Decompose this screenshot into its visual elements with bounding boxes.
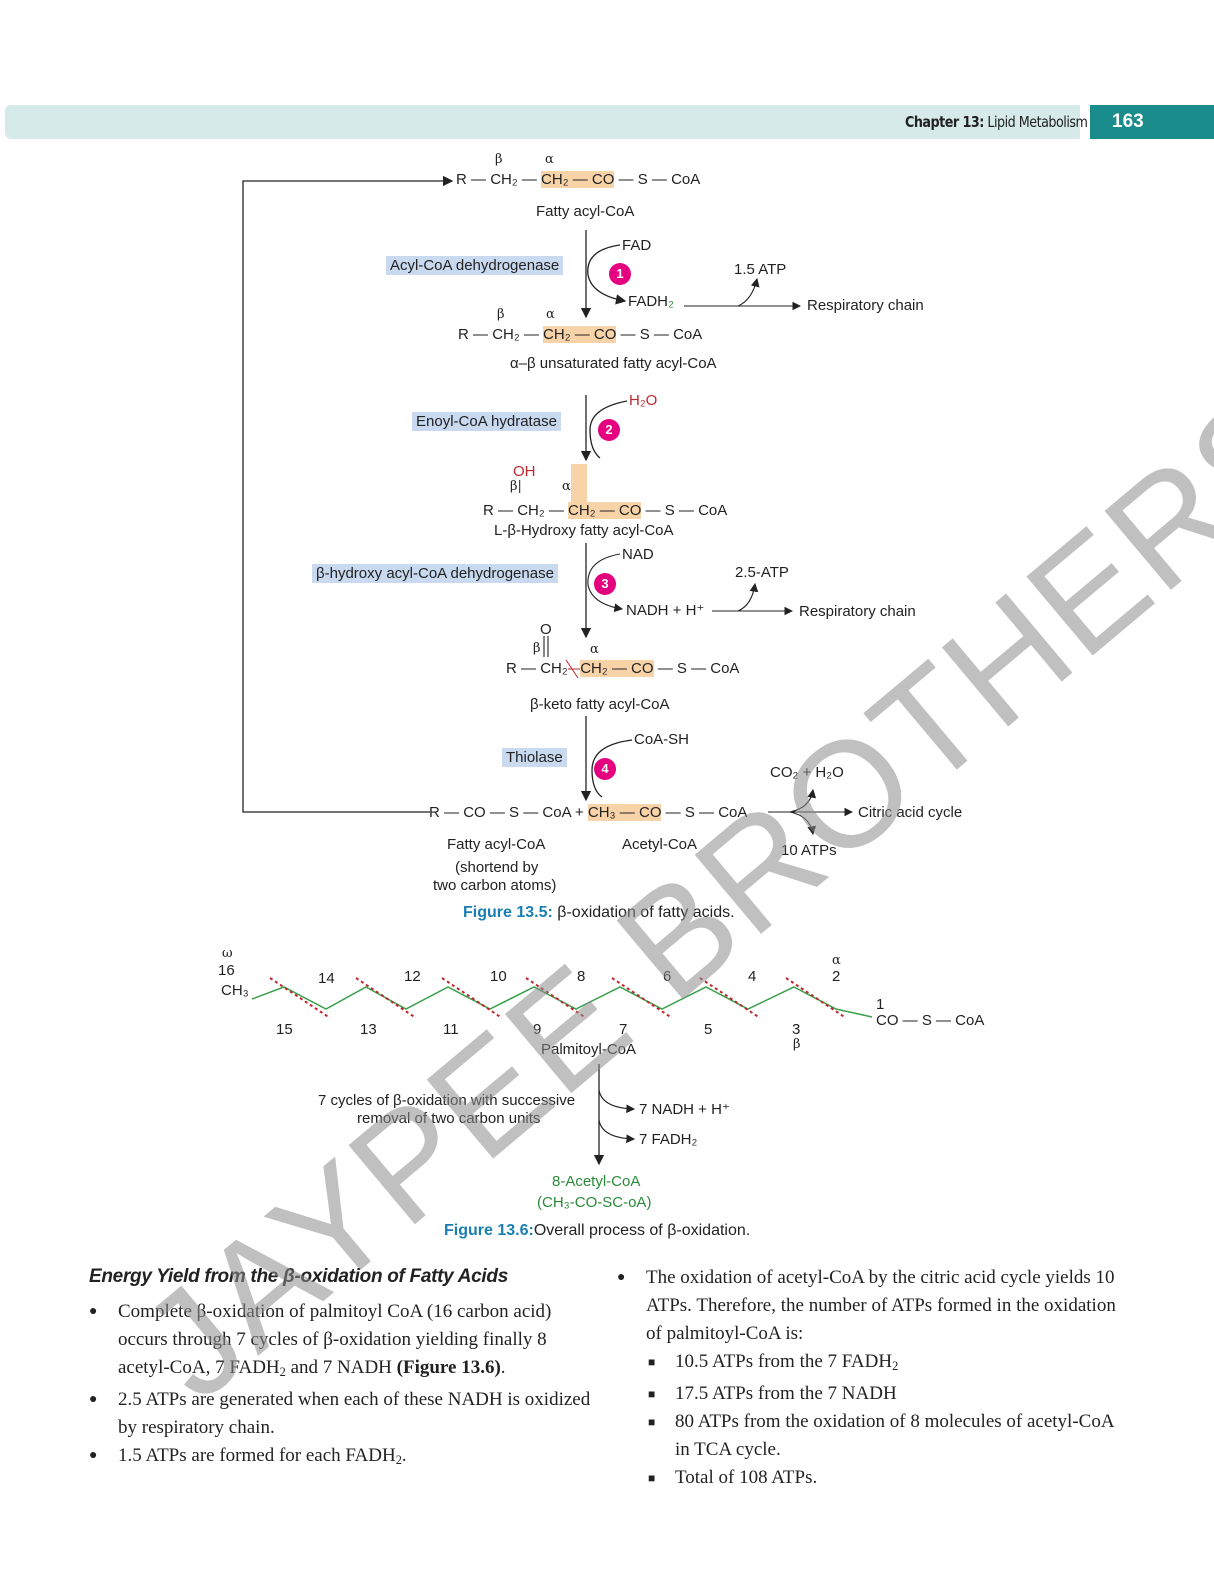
atp-2-5-label: 2.5-ATP (735, 564, 789, 581)
carbon-number-12: 12 (404, 968, 421, 985)
chapter-title: Chapter 13: Lipid Metabolism (905, 113, 1088, 131)
carbon-number-7: 7 (619, 1021, 628, 1038)
respiratory-chain-1: Respiratory chain (807, 297, 924, 314)
palmitoyl-coa-label: Palmitoyl-CoA (541, 1041, 637, 1058)
hydroxy-name: L-β-Hydroxy fatty acyl-CoA (494, 522, 674, 539)
acetyl-coa-product-2: (CH₃-CO-SC-oA) (537, 1194, 652, 1211)
step-1-badge: 1 (609, 263, 631, 285)
acetyl-coa-label: Acetyl-CoA (622, 836, 698, 853)
atp-sub-item-2: 17.5 ATPs from the 7 NADH (646, 1380, 1125, 1408)
citric-acid-cycle-label: Citric acid cycle (858, 804, 963, 821)
energy-bullet-3: 1.5 ATPs are formed for each FADH2. (89, 1442, 597, 1474)
enzyme-enoyl-coa-hydratase: Enoyl-CoA hydratase (412, 412, 561, 431)
header-bar (5, 105, 1080, 139)
step-2-badge: 2 (598, 419, 620, 441)
carbon-number-4: 4 (748, 968, 757, 985)
keto-name: β-keto fatty acyl-CoA (530, 696, 670, 713)
o-label: O (540, 621, 552, 638)
carbon-number-1: 1 (876, 996, 885, 1013)
atp-sub-item-3: 80 ATPs from the oxidation of 8 molecule… (646, 1408, 1125, 1464)
beta-carbon-label: β (793, 1037, 801, 1052)
ten-atps-label: 10 ATPs (781, 842, 837, 859)
figure-13-6-caption: Figure 13.6:Overall process of β-oxidati… (444, 1222, 751, 1239)
energy-bullet-2: 2.5 ATPs are generated when each of thes… (89, 1386, 597, 1442)
cycles-text-2: removal of two carbon units (357, 1110, 541, 1127)
ch3-label: CH₃ (221, 982, 249, 999)
carbon-number-10: 10 (490, 968, 507, 985)
beta-label-4: β (533, 641, 541, 656)
carbon-number-6: 6 (663, 968, 672, 985)
carbon-number-14: 14 (318, 970, 335, 987)
shortened-name-1: Fatty acyl-CoA (447, 836, 546, 853)
step-4-badge: 4 (594, 758, 616, 780)
energy-yield-heading: Energy Yield from the β-oxidation of Fat… (89, 1266, 508, 1287)
carbon-number-2: 2 (832, 968, 841, 985)
alpha-label-2: α (546, 307, 555, 322)
energy-right-column: The oxidation of acetyl-CoA by the citri… (617, 1264, 1125, 1492)
carbon-number-8: 8 (577, 968, 586, 985)
shortened-name-2: (shortend by (455, 859, 539, 876)
carbon-number-15: 15 (276, 1021, 293, 1038)
h-highlight (571, 464, 587, 502)
enzyme-hydroxy-acyl-dehydrogenase: β-hydroxy acyl-CoA dehydrogenase (312, 564, 558, 583)
alpha-label-4: α (590, 642, 599, 657)
h2o-label: H₂O (629, 392, 658, 409)
unsaturated-name: α–β unsaturated fatty acyl-CoA (510, 355, 717, 372)
nadh-label: NADH + H⁺ (626, 602, 705, 619)
coash-label: CoA-SH (634, 731, 690, 748)
seven-fadh2-label: 7 FADH₂ (639, 1131, 698, 1148)
beta-label-3: β| (510, 479, 522, 494)
alpha-label: α (545, 152, 554, 167)
acetyl-coa-product-1: 8-Acetyl-CoA (552, 1173, 641, 1190)
page-number: 163 (1090, 105, 1214, 139)
cycles-text-1: 7 cycles of β-oxidation with successive (318, 1092, 576, 1109)
shortened-name-3: two carbon atoms) (433, 877, 557, 894)
energy-left-column: Complete β-oxidation of palmitoyl CoA (1… (89, 1298, 597, 1474)
enzyme-acyl-coa-dehydrogenase: Acyl-CoA dehydrogenase (386, 256, 564, 275)
fatty-acyl-coa-structure: R — CH₂ — CH₂ — CO — S — CoA (456, 171, 701, 188)
co-s-coa-tail: CO — S — CoA (876, 1012, 985, 1029)
atp-sub-item-4: Total of 108 ATPs. (646, 1464, 1125, 1492)
fadh2-label: FADH₂ (628, 293, 674, 310)
carbon-number-11: 11 (443, 1021, 459, 1038)
unsaturated-structure: R — CH₂ — CH₂ — CO — S — CoA (458, 326, 703, 343)
fad-label: FAD (622, 237, 652, 254)
oh-label: OH (513, 463, 536, 480)
c16-label: 16 (218, 962, 235, 979)
carbon-number-13: 13 (360, 1021, 377, 1038)
figure-13-5-caption: Figure 13.5: β-oxidation of fatty acids. (463, 904, 735, 921)
carbon-number-9: 9 (533, 1021, 542, 1038)
co2-h2o-label: CO₂ + H₂O (770, 764, 844, 781)
carbon-number-5: 5 (704, 1021, 713, 1038)
nad-label: NAD (622, 546, 654, 563)
enzyme-thiolase: Thiolase (502, 748, 567, 767)
carbon-number-3: 3 (792, 1021, 801, 1038)
energy-bullet-4: The oxidation of acetyl-CoA by the citri… (617, 1264, 1125, 1492)
omega-label: ω (222, 946, 233, 961)
keto-structure: R — CH₂ CH₂ — CO — S — CoA (506, 660, 740, 677)
beta-label: β (495, 152, 503, 167)
energy-bullet-1: Complete β-oxidation of palmitoyl CoA (1… (89, 1298, 597, 1386)
alpha-carbon-label: α (832, 953, 841, 968)
respiratory-chain-2: Respiratory chain (799, 603, 916, 620)
atp-1-5-label: 1.5 ATP (734, 261, 787, 278)
step-3-badge: 3 (594, 573, 616, 595)
atp-sub-item-1: 10.5 ATPs from the 7 FADH2 (646, 1348, 1125, 1380)
fatty-acyl-coa-name: Fatty acyl-CoA (536, 203, 635, 220)
seven-nadh-label: 7 NADH + H⁺ (639, 1101, 730, 1118)
beta-label-2: β (497, 307, 505, 322)
thiolase-products: R — CO — S — CoA + CH₃ — CO — S — CoA (429, 804, 748, 821)
hydroxy-structure: R — CH₂ — CH₂ — CO — S — CoA (483, 502, 728, 519)
